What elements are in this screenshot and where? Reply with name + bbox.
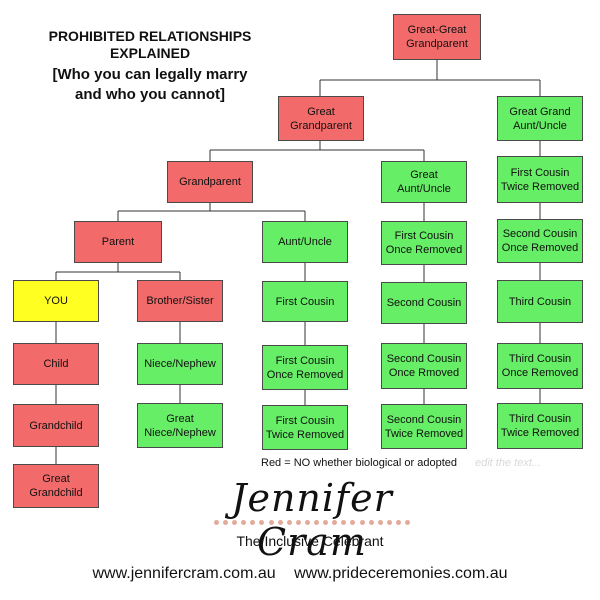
footer-urls: www.jennifercram.com.au www.prideceremon… bbox=[0, 565, 600, 583]
url-jennifercram[interactable]: www.jennifercram.com.au bbox=[92, 565, 276, 582]
dot bbox=[341, 520, 347, 525]
node-aunt-uncle: Aunt/Uncle bbox=[262, 221, 348, 263]
node-great-aunt-uncle: Great Aunt/Uncle bbox=[381, 161, 467, 203]
dot bbox=[368, 520, 374, 525]
dot bbox=[323, 520, 329, 525]
node-parent: Parent bbox=[74, 221, 162, 263]
signature-dots bbox=[214, 520, 410, 526]
node-brother-sister: Brother/Sister bbox=[137, 280, 223, 322]
node-second-cousin-twice-removed: Second Cousin Twice Removed bbox=[381, 404, 467, 449]
dot bbox=[304, 520, 310, 525]
dot bbox=[386, 520, 392, 525]
connector-parent bbox=[55, 263, 181, 280]
node-first-cousin-once-removed-col3: First Cousin Once Removed bbox=[262, 345, 348, 390]
dot bbox=[268, 520, 274, 525]
node-great-grandchild: Great Grandchild bbox=[13, 464, 99, 508]
node-first-cousin-once-removed-col4: First Cousin Once Removed bbox=[381, 221, 467, 265]
title-line-2: EXPLAINED bbox=[109, 45, 191, 61]
dot bbox=[377, 520, 383, 525]
node-third-cousin-twice-removed: Third Cousin Twice Removed bbox=[497, 403, 583, 449]
signature-logo: Jennifer Cram bbox=[231, 476, 393, 564]
dot bbox=[295, 520, 301, 525]
dot bbox=[277, 520, 283, 525]
ghost-placeholder-text: edit the text... bbox=[475, 457, 542, 469]
dot bbox=[359, 520, 365, 525]
dot bbox=[214, 520, 219, 525]
dot bbox=[241, 520, 247, 525]
node-great-grandparent: Great Grandparent bbox=[278, 96, 364, 141]
dot bbox=[286, 520, 292, 525]
dot bbox=[259, 520, 265, 525]
node-grandchild: Grandchild bbox=[13, 404, 99, 447]
dot bbox=[250, 520, 256, 525]
dot bbox=[395, 520, 401, 525]
dot bbox=[404, 520, 410, 525]
connector-grandparent bbox=[117, 203, 306, 221]
node-great-grand-aunt-uncle: Great Grand Aunt/Uncle bbox=[497, 96, 583, 141]
node-niece-nephew: Niece/Nephew bbox=[137, 343, 223, 385]
node-you: YOU bbox=[13, 280, 99, 322]
node-third-cousin-once-removed: Third Cousin Once Removed bbox=[497, 343, 583, 389]
node-second-cousin-once-rmoved-col4: Second Cousin Once Rmoved bbox=[381, 343, 467, 389]
node-great-niece-nephew: Great Niece/Nephew bbox=[137, 403, 223, 448]
title-line-4: and who you cannot] bbox=[75, 86, 225, 103]
node-first-cousin-twice-removed-col5: First Cousin Twice Removed bbox=[497, 156, 583, 203]
dot bbox=[350, 520, 356, 525]
connector-ggp bbox=[319, 60, 541, 96]
node-second-cousin: Second Cousin bbox=[381, 282, 467, 324]
node-grandparent: Grandparent bbox=[167, 161, 253, 203]
url-prideceremonies[interactable]: www.prideceremonies.com.au bbox=[294, 565, 508, 582]
legend-note: Red = NO whether biological or adopted bbox=[261, 457, 457, 469]
node-child: Child bbox=[13, 343, 99, 385]
node-first-cousin: First Cousin bbox=[262, 281, 348, 322]
title-line-1: PROHIBITED RELATIONSHIPS bbox=[48, 28, 252, 44]
node-great-great-grandparent: Great-Great Grandparent bbox=[393, 14, 481, 60]
connector-gp bbox=[209, 141, 425, 161]
dot bbox=[332, 520, 338, 525]
title-line-3: [Who you can legally marry bbox=[52, 66, 248, 83]
dot bbox=[223, 520, 229, 525]
tagline: The Inclusive Celebrant bbox=[236, 533, 384, 549]
dot bbox=[232, 520, 238, 525]
node-first-cousin-twice-removed-col3: First Cousin Twice Removed bbox=[262, 405, 348, 450]
node-second-cousin-once-removed-col5: Second Cousin Once Removed bbox=[497, 219, 583, 263]
dot bbox=[314, 520, 320, 525]
node-third-cousin: Third Cousin bbox=[497, 280, 583, 323]
